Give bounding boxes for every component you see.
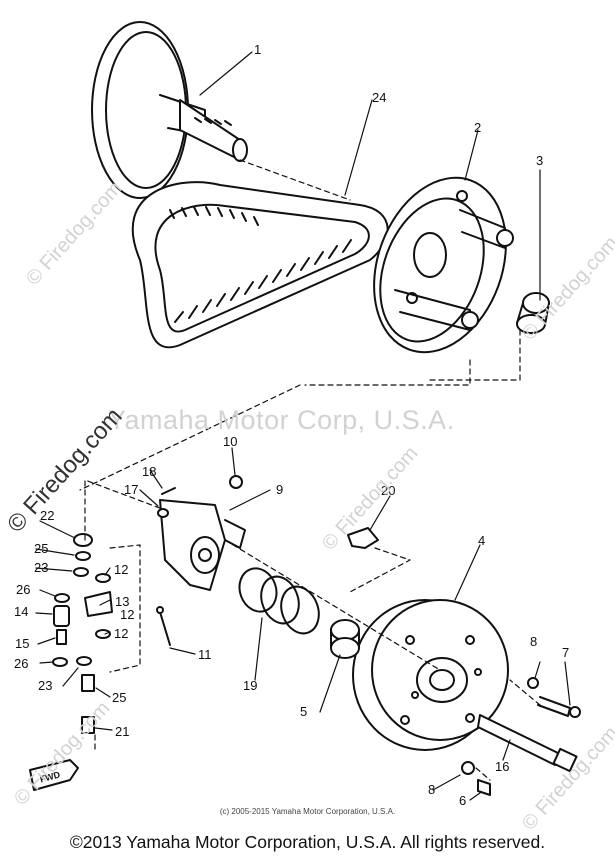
part-3-bushing [516, 292, 550, 334]
copyright-small: (c) 2005-2015 Yamaha Motor Corporation, … [219, 807, 396, 816]
part-24-belt [131, 181, 389, 349]
label-part-25b: 25 [112, 690, 126, 705]
part-8a-washer [527, 677, 539, 689]
label-part-11: 11 [198, 647, 212, 662]
label-part-12b: 12 [120, 607, 134, 622]
label-part-26b: 26 [14, 656, 28, 671]
label-part-21: 21 [115, 724, 129, 739]
part-8b-washer [461, 761, 475, 775]
label-part-7: 7 [562, 645, 569, 660]
label-part-9: 9 [276, 482, 283, 497]
label-part-1: 1 [254, 42, 261, 57]
label-part-15: 15 [15, 636, 29, 651]
label-part-19: 19 [243, 678, 257, 693]
guide-lines [79, 159, 541, 781]
label-part-6: 6 [459, 793, 466, 808]
label-part-8a: 8 [530, 634, 537, 649]
leader-lines [35, 51, 571, 801]
part-4-drive-sheave [352, 599, 509, 751]
label-part-17: 17 [124, 482, 138, 497]
part-5-bearing [330, 619, 360, 659]
part-2-housing [373, 176, 514, 354]
label-part-12a: 12 [114, 562, 128, 577]
part-16-bolt [477, 714, 578, 773]
label-part-23a: 23 [34, 560, 48, 575]
label-part-24: 24 [372, 90, 386, 105]
label-part-5: 5 [300, 704, 307, 719]
part-11-pin [159, 611, 171, 646]
part-9-arm [159, 475, 246, 591]
label-part-8b: 8 [428, 782, 435, 797]
label-part-22: 22 [40, 508, 54, 523]
part-6-bolt [477, 779, 491, 796]
label-part-18: 18 [142, 464, 156, 479]
label-part-14: 14 [14, 604, 28, 619]
part-19-springs [238, 567, 320, 635]
label-part-2: 2 [474, 120, 481, 135]
part-1-sheave [91, 21, 248, 199]
label-part-3: 3 [536, 153, 543, 168]
fwd-arrow-icon [29, 759, 79, 791]
label-part-16: 16 [495, 759, 509, 774]
part-20-clip [347, 527, 379, 549]
small-parts-left [52, 487, 176, 734]
copyright-footer: ©2013 Yamaha Motor Corporation, U.S.A. A… [69, 832, 546, 852]
label-part-25a: 25 [34, 541, 48, 556]
part-labels: 1 24 2 3 10 18 17 9 20 22 4 25 23 12 26 … [14, 42, 569, 808]
label-part-26a: 26 [16, 582, 30, 597]
part-7-bolt [537, 696, 581, 718]
label-part-20: 20 [381, 483, 395, 498]
label-part-12c: 12 [114, 626, 128, 641]
label-part-4: 4 [478, 533, 485, 548]
label-part-23b: 23 [38, 678, 52, 693]
watermark-yamaha: Yamaha Motor Corp, U.S.A. [108, 405, 455, 435]
label-part-13: 13 [115, 594, 129, 609]
label-part-10: 10 [223, 434, 237, 449]
